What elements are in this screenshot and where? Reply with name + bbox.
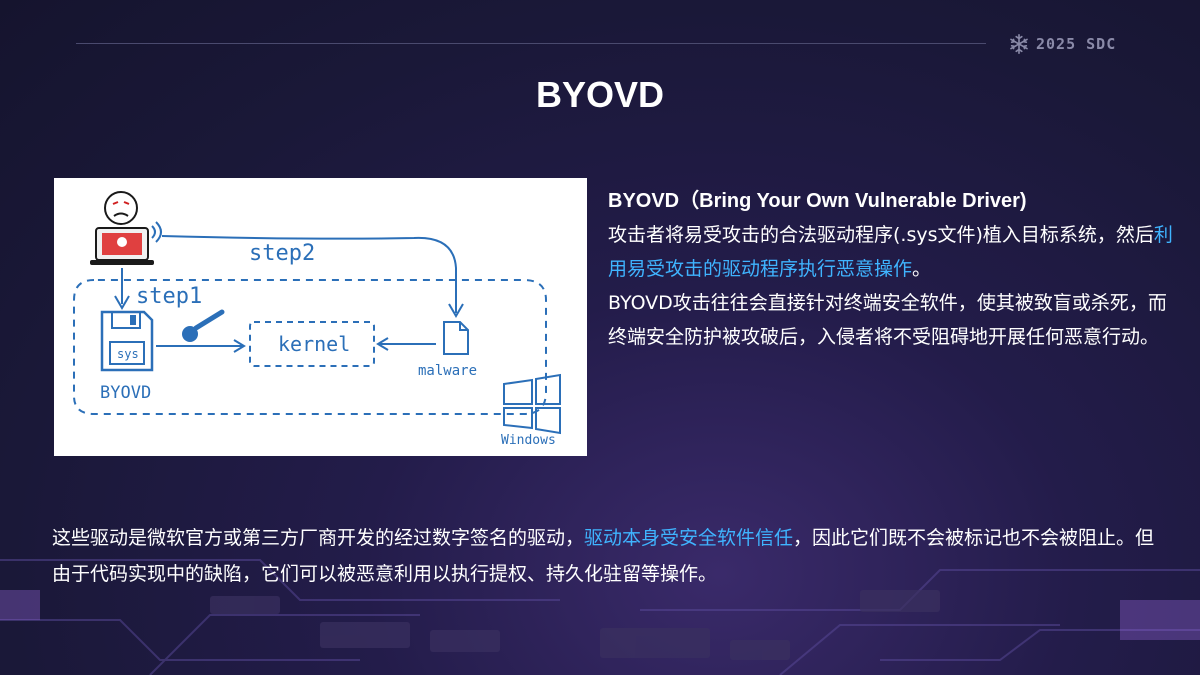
bottom-text-b: ，因此它们既不会被标记也不会被阻止。但由于代码实现中的缺陷，它们可以被恶意利用以… [52,527,1155,585]
windows-logo-icon [503,373,561,435]
brand-logo: 2025 SDC [1008,33,1116,55]
step2-arrow [161,235,457,313]
windows-label: Windows [501,433,556,448]
step1-label: step1 [136,284,202,309]
byovd-heading: BYOVD（Bring Your Own Vulnerable Driver) [608,190,1027,212]
paragraph-1-text: 攻击者将易受攻击的合法驱动程序(.sys文件)植入目标系统，然后 [608,224,1154,246]
system-boundary [73,279,547,415]
kernel-box [249,321,375,367]
snowflake-icon [1010,34,1028,54]
paragraph-1-end: 。 [912,258,932,280]
byovd-paragraph-2: BYOVD攻击往往会直接针对终端安全软件，使其被致盲或杀死，而终端安全防护被攻破… [608,292,1167,348]
malware-label: malware [418,363,477,379]
paragraph-1-highlight: 利用易受攻击的驱动程序执行恶意操作 [608,224,1173,280]
laptop-icon [90,221,162,265]
step2-label: step2 [249,241,315,266]
top-rule [76,43,986,44]
page-title: BYOVD [535,74,665,115]
floppy-disk-icon [100,310,154,372]
brand-label: 2025 SDC [1036,35,1117,53]
bottom-highlight: 驱动本身受安全软件信任 [584,527,794,549]
bottom-paragraph: 这些驱动是微软官方或第三方厂商开发的经过数字签名的驱动，驱动本身受安全软件信任，… [52,520,1162,592]
byovd-diagram: step2 step1 sys BYOVD kernel [54,178,587,456]
bottom-text-a: 这些驱动是微软官方或第三方厂商开发的经过数字签名的驱动， [52,527,585,549]
byovd-paragraph-1: 攻击者将易受攻击的合法驱动程序(.sys文件)植入目标系统，然后利用易受攻击的驱… [608,218,1178,286]
attacker-icon [104,191,138,225]
byovd-description: BYOVD（Bring Your Own Vulnerable Driver) … [608,184,1178,354]
sys-label: sys [117,347,139,361]
key-icon [182,309,225,342]
kernel-label: kernel [278,332,350,356]
file-icon [443,321,469,355]
byovd-label: BYOVD [100,383,151,403]
